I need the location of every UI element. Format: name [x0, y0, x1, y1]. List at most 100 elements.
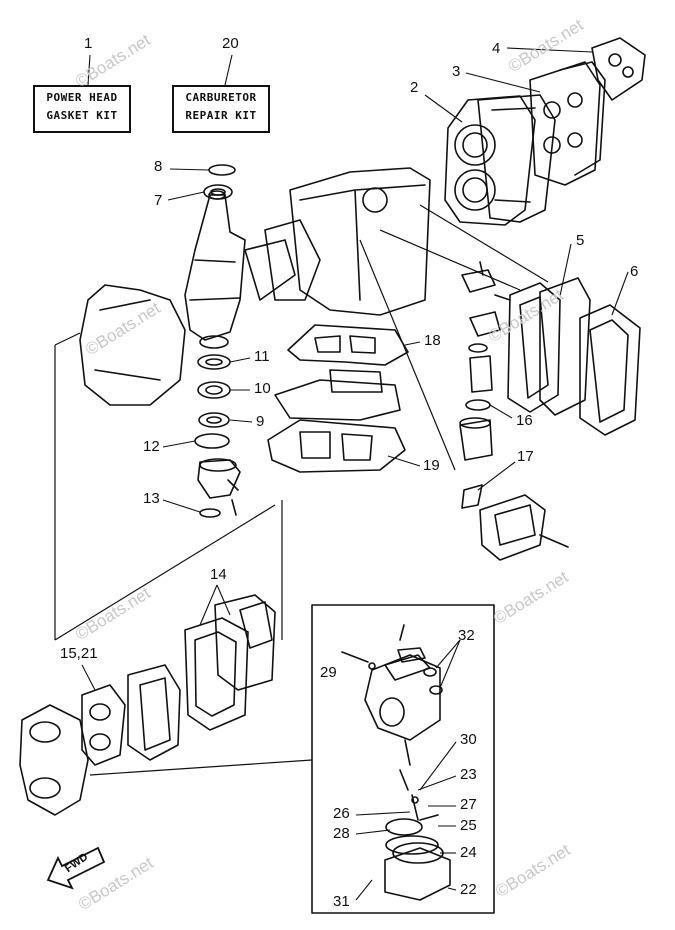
leader-9 — [229, 419, 253, 423]
guide-line-diagonal — [54, 504, 276, 641]
carburetor-inset-frame — [311, 604, 495, 914]
head-cover-gasket — [529, 61, 606, 186]
leader-30 — [419, 741, 457, 791]
carburetor-repair-kit-box: CARBURETOR REPAIR KIT — [172, 85, 270, 133]
callout-11: 11 — [254, 348, 270, 365]
guide-line-carb — [89, 759, 313, 776]
cylinder-head — [477, 94, 556, 223]
callout-22: 22 — [460, 881, 477, 898]
leader-14a — [199, 584, 218, 626]
fuel-pump — [461, 484, 569, 561]
intake-gasket-15-21 — [81, 684, 126, 766]
callout-14: 14 — [210, 566, 227, 583]
kit-1-line2: GASKET KIT — [46, 109, 118, 122]
power-head-gasket-kit-box: POWER HEAD GASKET KIT — [33, 85, 131, 133]
leader-19 — [387, 455, 421, 467]
callout-25: 25 — [460, 817, 477, 834]
intake-gasket — [127, 664, 181, 761]
carburetor-body — [364, 624, 443, 791]
crankcase-block — [264, 167, 431, 316]
callout-9: 9 — [256, 413, 265, 430]
guide-line-block — [379, 229, 521, 291]
gasket-18 — [287, 324, 409, 366]
cylinder-head-gasket — [444, 95, 536, 226]
bearing-10 — [197, 381, 231, 399]
o-ring-12 — [194, 433, 230, 449]
crankshaft — [184, 190, 296, 349]
callout-20: 20 — [222, 35, 239, 52]
reed-valve-assembly — [184, 594, 276, 731]
leader-12 — [162, 440, 196, 448]
bearing-11 — [197, 354, 231, 370]
leader-7 — [167, 191, 205, 201]
callout-26: 26 — [333, 805, 350, 822]
kit-20-line2: REPAIR KIT — [185, 109, 257, 122]
leader-32a — [435, 639, 461, 669]
screw-29 — [341, 651, 376, 670]
callout-31: 31 — [333, 893, 350, 910]
callout-13: 13 — [143, 490, 160, 507]
callout-6: 6 — [630, 263, 639, 280]
callout-10: 10 — [254, 380, 271, 397]
leader-11 — [229, 357, 251, 363]
leader-8 — [169, 168, 210, 171]
silencer — [19, 704, 89, 816]
callout-12: 12 — [143, 438, 160, 455]
leader-15-21 — [81, 664, 96, 691]
callout-32: 32 — [458, 627, 475, 644]
callout-30: 30 — [460, 731, 477, 748]
callout-29: 29 — [320, 664, 337, 681]
cylinder-block — [79, 284, 186, 406]
thermostat-cover — [461, 261, 511, 393]
lower-housing — [197, 458, 241, 516]
leader-14b — [216, 584, 231, 616]
leader-28 — [355, 829, 391, 835]
o-ring-8 — [208, 164, 236, 176]
leader-2 — [424, 94, 463, 123]
float-needle — [411, 794, 419, 821]
exhaust-plate — [539, 277, 591, 416]
guide-line-left-top — [54, 332, 81, 346]
callout-8: 8 — [154, 158, 163, 175]
leader-32b — [439, 639, 461, 689]
callout-1: 1 — [84, 35, 93, 52]
leader-17 — [477, 461, 516, 491]
callout-5: 5 — [576, 232, 585, 249]
leader-4 — [506, 47, 593, 53]
callout-3: 3 — [452, 63, 461, 80]
leader-18 — [404, 341, 421, 346]
fwd-arrow — [46, 846, 106, 890]
guide-line-thermo — [359, 239, 456, 471]
guide-line-exhaust — [419, 204, 549, 283]
kit-20-line1: CARBURETOR — [185, 91, 257, 104]
oil-seal-9 — [198, 412, 230, 428]
callout-27: 27 — [460, 796, 477, 813]
callout-2: 2 — [410, 79, 419, 96]
exhaust-cover-6 — [579, 304, 641, 436]
gasket-19 — [267, 419, 406, 473]
leader-31 — [355, 879, 373, 901]
head-cover — [591, 37, 646, 101]
oil-seal-7 — [203, 184, 233, 200]
callout-4: 4 — [492, 40, 501, 57]
plate-gasket — [274, 369, 401, 421]
callout-24: 24 — [460, 844, 477, 861]
leader-3 — [465, 72, 541, 93]
o-ring-13 — [199, 508, 221, 518]
leader-16 — [489, 404, 513, 419]
callout-17: 17 — [517, 448, 534, 465]
leader-22 — [447, 887, 457, 891]
leader-6 — [611, 271, 629, 316]
callout-18: 18 — [424, 332, 441, 349]
leader-1 — [87, 54, 91, 86]
leader-26 — [355, 811, 411, 816]
callout-19: 19 — [423, 457, 440, 474]
exhaust-gasket-5 — [507, 282, 561, 413]
kit-1-line1: POWER HEAD — [46, 91, 118, 104]
thermostat-cup — [459, 417, 493, 461]
callout-7: 7 — [154, 192, 163, 209]
callout-28: 28 — [333, 825, 350, 842]
float-gasket — [385, 835, 439, 855]
float-28 — [385, 814, 439, 836]
